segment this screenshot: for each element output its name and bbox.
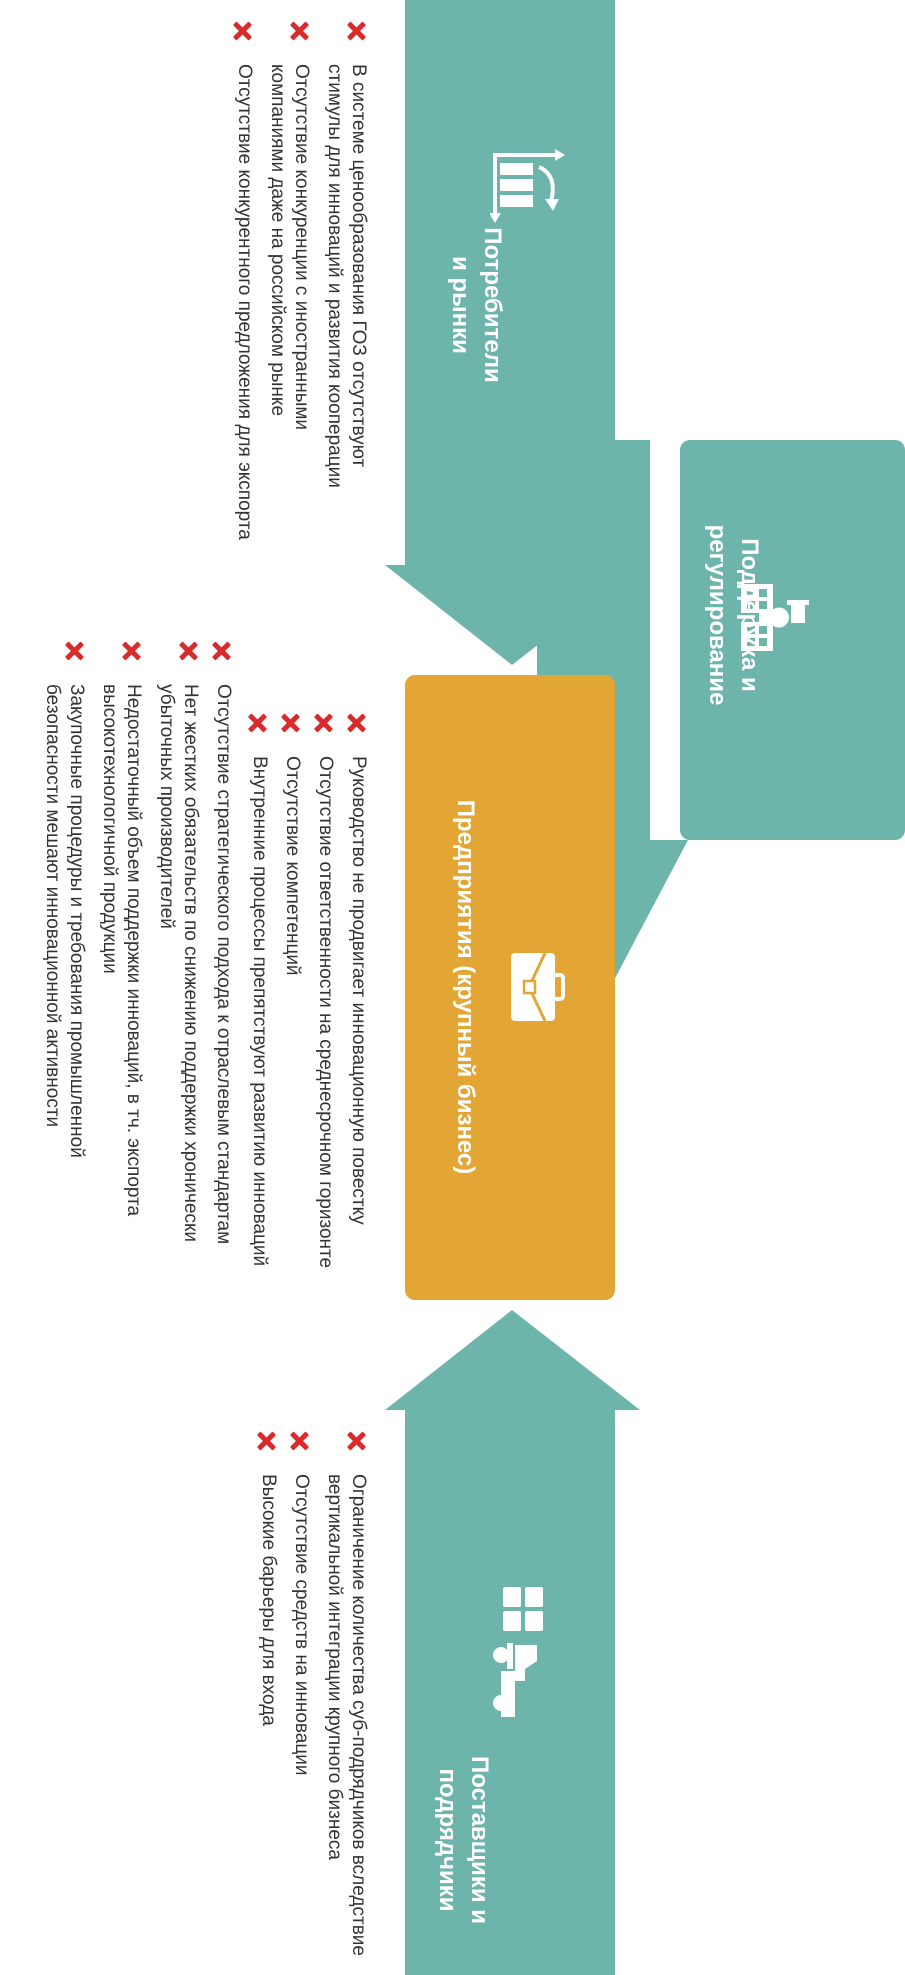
enterprise-issue: Отсутствие ответственности на среднесроч… bbox=[313, 712, 337, 1292]
enterprise-issues-list: Руководство не продвигает инновационную … bbox=[238, 712, 370, 1292]
cross-icon bbox=[290, 1430, 310, 1452]
cross-icon bbox=[233, 20, 253, 42]
support-issue: Нет жестких обязательств по снижению под… bbox=[154, 640, 202, 1260]
cross-icon bbox=[347, 20, 367, 42]
suppliers-title: Поставщики и подрядчики bbox=[434, 1756, 493, 1924]
consumers-issue: В системе ценообразования ГОЗ отсутствую… bbox=[322, 20, 370, 540]
suppliers-issue: Отсутствие средств на инновации bbox=[289, 1430, 313, 1960]
cross-icon bbox=[257, 1430, 277, 1452]
briefcase-icon bbox=[511, 952, 565, 1022]
consumers-box bbox=[405, 0, 615, 565]
growth-chart-icon bbox=[490, 149, 565, 223]
cross-icon bbox=[179, 640, 199, 662]
cross-icon bbox=[122, 640, 142, 662]
cross-icon bbox=[347, 712, 367, 734]
suppliers-issues-list: Ограничение количества суб-подрядчиков в… bbox=[247, 1430, 370, 1960]
enterprise-issue: Внутренние процессы препятствуют развити… bbox=[247, 712, 271, 1292]
delivery-truck-icon bbox=[493, 1587, 543, 1717]
enterprise-issue: Руководство не продвигает инновационную … bbox=[346, 712, 370, 1292]
cross-icon bbox=[281, 712, 301, 734]
cross-icon bbox=[290, 20, 310, 42]
consumers-issue: Отсутствие конкуренции с иностранными ко… bbox=[265, 20, 313, 540]
enterprise-title: Предприятия (крупный бизнес) bbox=[452, 799, 479, 1175]
consumers-issue: Отсутствие конкурентного предложения для… bbox=[232, 20, 256, 540]
consumers-title: Потребители и рынки bbox=[447, 227, 506, 383]
government-building-icon bbox=[741, 584, 809, 651]
cross-icon bbox=[212, 640, 232, 662]
support-issue: Отсутствие стратегического подхода к отр… bbox=[211, 640, 235, 1260]
support-issues-list: Отсутствие стратегического подхода к отр… bbox=[31, 640, 235, 1260]
cross-icon bbox=[347, 1430, 367, 1452]
cross-icon bbox=[314, 712, 334, 734]
enterprise-issue: Отсутствие компетенций bbox=[280, 712, 304, 1292]
suppliers-issue: Высокие барьеры для входа bbox=[256, 1430, 280, 1960]
support-issue: Закупочные процедуры и требования промыш… bbox=[40, 640, 88, 1260]
support-title: Поддержка и регулирование bbox=[704, 524, 763, 706]
support-issue: Недостаточный объем поддержки инноваций,… bbox=[97, 640, 145, 1260]
cross-icon bbox=[65, 640, 85, 662]
cross-icon bbox=[248, 712, 268, 734]
suppliers-issue: Ограничение количества суб-подрядчиков в… bbox=[322, 1430, 370, 1960]
consumers-issues-list: В системе ценообразования ГОЗ отсутствую… bbox=[223, 20, 370, 540]
